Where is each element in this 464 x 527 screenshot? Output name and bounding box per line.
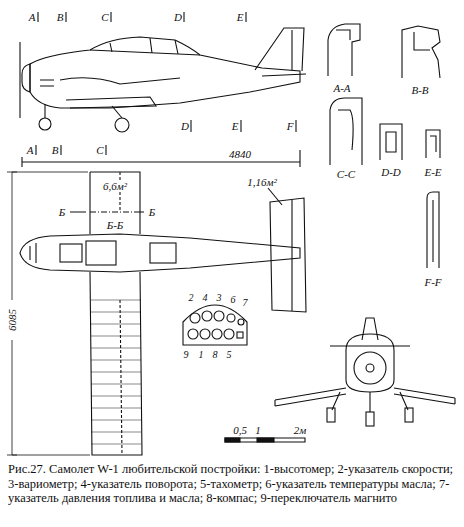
drawing-label: D-D: [380, 167, 402, 178]
drawing-label: C: [100, 12, 109, 23]
drawing-label: C: [95, 145, 104, 156]
drawing-label: Б: [58, 207, 67, 218]
drawing-label: 4840: [228, 149, 252, 160]
drawing-label: 5: [226, 350, 233, 360]
drawing-label: B: [51, 145, 60, 156]
drawing-label: F-F: [423, 277, 442, 288]
scale-bar: [225, 438, 305, 442]
wing-rib: [91, 396, 141, 397]
drawing-label: B-B: [410, 85, 429, 96]
drawing-label: E-E: [423, 167, 442, 178]
drawing-label: 0,5: [232, 425, 248, 436]
drawing-label: E: [231, 121, 240, 132]
drawing-label: A-A: [332, 83, 351, 94]
sections: [328, 24, 440, 268]
front-view: [275, 318, 455, 426]
drawing-label: Б: [148, 207, 157, 218]
drawing-label: 1,16м²: [246, 177, 278, 188]
drawing-label: A: [28, 12, 37, 23]
drawing-label: A: [26, 145, 35, 156]
drawing-label: C-C: [336, 169, 356, 180]
drawing-label: 2: [188, 293, 195, 303]
wing-rib: [91, 348, 141, 349]
drawing-label: 1: [198, 350, 205, 360]
instrument-panel: [183, 305, 247, 345]
figure-caption: Рис.27. Самолет W-1 любительской построй…: [8, 462, 456, 506]
drawing-label: 6085: [7, 308, 18, 332]
wing-rib: [91, 432, 141, 433]
wing-rib: [91, 444, 141, 445]
drawing-label: 6: [230, 295, 237, 305]
wing-rib: [91, 384, 141, 385]
drawing-label: D: [180, 121, 190, 132]
wing-rib: [91, 372, 141, 373]
drawing-label: 8: [212, 350, 219, 360]
drawing-label: 7: [242, 298, 249, 308]
drawing-label: Б-Б: [106, 220, 125, 231]
wing-rib: [91, 336, 141, 337]
drawing-label: F: [286, 121, 295, 132]
wing-rib: [91, 324, 141, 325]
drawing-label: E: [236, 12, 245, 23]
drawing-label: 4: [202, 293, 209, 303]
drawing-label: 6,6м²: [102, 181, 128, 192]
wing-rib: [91, 312, 141, 313]
drawing-label: D: [173, 12, 183, 23]
side-view: [20, 12, 306, 167]
wing-rib: [91, 408, 141, 409]
drawing-label: 2м: [293, 425, 308, 436]
drawing-label: B: [56, 12, 65, 23]
drawing-label: 1: [254, 425, 262, 436]
drawing-label: 9: [183, 350, 190, 360]
wing-rib: [91, 360, 141, 361]
wing-rib: [91, 420, 141, 421]
wing-rib: [91, 300, 141, 301]
top-view: [7, 172, 306, 455]
drawing-label: 3: [216, 293, 223, 303]
